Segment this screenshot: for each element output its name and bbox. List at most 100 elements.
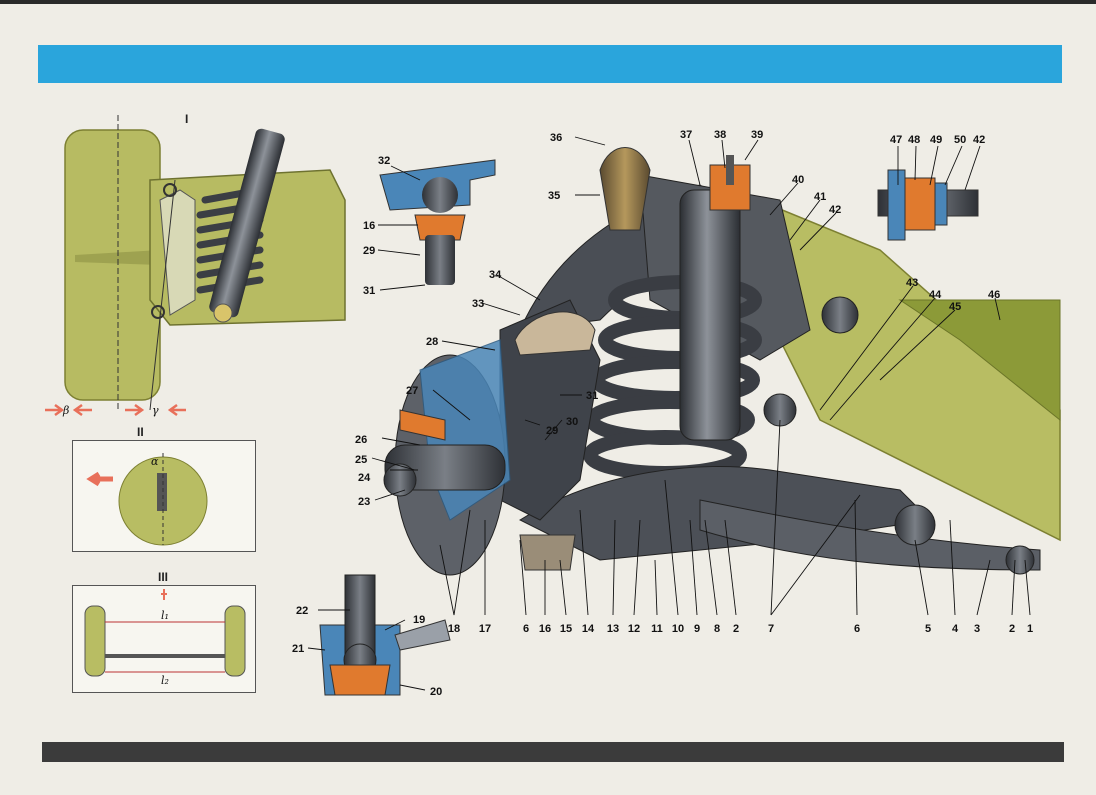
callout-41: 41 bbox=[814, 191, 826, 203]
callout-7: 7 bbox=[768, 623, 774, 635]
callout-24: 24 bbox=[358, 472, 371, 484]
callout-2b: 2 bbox=[733, 623, 739, 635]
wheel-hub-section bbox=[75, 250, 160, 265]
callout-26: 26 bbox=[355, 434, 367, 446]
bearing-section bbox=[399, 409, 446, 441]
wheel-tire bbox=[64, 129, 161, 401]
kingpin-axis-line bbox=[149, 179, 176, 411]
rubber-bushing bbox=[904, 177, 936, 231]
callout-22: 22 bbox=[296, 605, 308, 617]
callout-12: 12 bbox=[628, 623, 640, 635]
track-l2: l₂ bbox=[161, 674, 169, 687]
callout-11: 11 bbox=[651, 623, 663, 635]
callout-31b: 31 bbox=[363, 285, 375, 297]
left-wheel-top bbox=[84, 605, 106, 677]
ball-joint-stud bbox=[344, 574, 376, 656]
ball-joint-liner bbox=[329, 664, 391, 696]
callout-29b: 29 bbox=[363, 245, 375, 257]
lower-ball-joint-16 bbox=[519, 534, 576, 571]
callout-6: 6 bbox=[854, 623, 860, 635]
callout-17: 17 bbox=[479, 623, 491, 635]
callout-34: 34 bbox=[489, 269, 502, 281]
callout-30: 30 bbox=[566, 416, 578, 428]
page-top-edge bbox=[0, 0, 1096, 4]
callout-27: 27 bbox=[406, 385, 418, 397]
ball-stud-head bbox=[422, 177, 458, 213]
callout-42: 42 bbox=[829, 204, 841, 216]
main-assembly bbox=[383, 147, 1061, 576]
travel-direction-arrow bbox=[86, 471, 113, 487]
lower-ball-joint-cutaway bbox=[319, 574, 451, 696]
callout-19: 19 bbox=[413, 614, 425, 626]
footer-band bbox=[42, 742, 1064, 762]
shock-absorber bbox=[679, 189, 741, 441]
callout-37: 37 bbox=[680, 129, 692, 141]
lower-arm-stub bbox=[394, 619, 451, 651]
callout-23: 23 bbox=[358, 496, 370, 508]
callout-20: 20 bbox=[430, 686, 442, 698]
callout-10: 10 bbox=[672, 623, 684, 635]
lower-arm-pivot-5 bbox=[894, 504, 936, 546]
callout-32: 32 bbox=[378, 155, 390, 167]
callout-33: 33 bbox=[472, 298, 484, 310]
callout-18: 18 bbox=[448, 623, 460, 635]
callout-14: 14 bbox=[582, 623, 595, 635]
view-3-label: III bbox=[158, 570, 169, 584]
callout-16b: 16 bbox=[363, 220, 375, 232]
title-band bbox=[38, 45, 1062, 83]
callout-9: 9 bbox=[694, 623, 700, 635]
callout-4: 4 bbox=[952, 623, 959, 635]
side-member bbox=[898, 299, 1061, 422]
view-2-panel: α bbox=[72, 440, 256, 552]
callout-44: 44 bbox=[929, 289, 942, 301]
callout-47: 47 bbox=[890, 134, 902, 146]
kingpin bbox=[157, 473, 167, 511]
upper-ball-joint-cutaway bbox=[379, 159, 496, 285]
callout-42b: 42 bbox=[973, 134, 985, 146]
callout-1: 1 bbox=[1027, 623, 1033, 635]
bushing-detail bbox=[877, 169, 979, 241]
callout-6b: 6 bbox=[523, 623, 529, 635]
view-3-panel: l₁ l₂ bbox=[72, 585, 256, 693]
angle-beta: β bbox=[62, 404, 69, 417]
callout-45: 45 bbox=[949, 301, 961, 313]
camber-arrows bbox=[45, 403, 186, 417]
view-2-drawing: α bbox=[86, 453, 208, 546]
callout-28: 28 bbox=[426, 336, 438, 348]
bracket-section bbox=[887, 169, 906, 241]
callout-46: 46 bbox=[988, 289, 1000, 301]
shock-absorber-view-1 bbox=[209, 128, 285, 318]
upper-ball-joint-33 bbox=[514, 311, 596, 356]
callout-38: 38 bbox=[714, 129, 726, 141]
callout-43: 43 bbox=[906, 277, 918, 289]
view-1-schematic bbox=[45, 115, 346, 417]
upper-ball-joint-view-1 bbox=[163, 183, 177, 197]
angle-alpha: α bbox=[151, 455, 159, 468]
track-l1: l₁ bbox=[161, 609, 169, 622]
view-3-drawing: l₁ l₂ bbox=[84, 589, 246, 687]
bump-stop-35 bbox=[599, 147, 651, 231]
callout-39: 39 bbox=[751, 129, 763, 141]
callout-16: 16 bbox=[539, 623, 551, 635]
callout-48: 48 bbox=[908, 134, 920, 146]
callout-21: 21 bbox=[292, 643, 304, 655]
callout-labels: 1 2 3 4 5 6 7 8 9 10 11 12 13 14 15 16 1… bbox=[62, 129, 1033, 698]
callout-40: 40 bbox=[792, 174, 804, 186]
lower-mount-bushing bbox=[213, 303, 233, 323]
callout-leaders bbox=[307, 136, 1031, 691]
ball-stud-shank bbox=[425, 235, 455, 285]
callout-35: 35 bbox=[548, 190, 560, 202]
view-2-label: II bbox=[137, 425, 144, 439]
hub-nut-23 bbox=[383, 463, 417, 497]
angle-gamma: γ bbox=[152, 404, 159, 417]
callout-8: 8 bbox=[714, 623, 720, 635]
callout-31: 31 bbox=[586, 390, 598, 402]
callout-36: 36 bbox=[550, 132, 562, 144]
view-1-label: I bbox=[185, 112, 189, 126]
stabilizer-bar bbox=[699, 499, 1041, 571]
callout-15: 15 bbox=[560, 623, 572, 635]
callout-5: 5 bbox=[925, 623, 931, 635]
callout-50: 50 bbox=[954, 134, 966, 146]
